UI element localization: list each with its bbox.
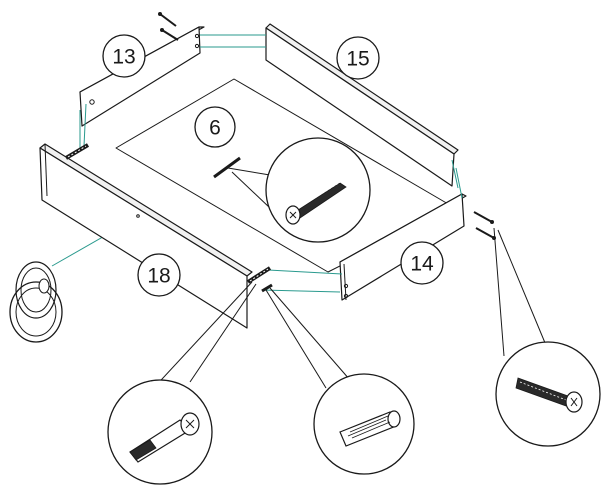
ring-pull-handle-icon — [9, 261, 63, 343]
countersunk-screw-icon — [515, 377, 583, 413]
label-13-text: 13 — [112, 46, 135, 69]
label-18: 18 — [137, 253, 181, 297]
cam-bolt-right — [246, 266, 272, 284]
label-15-text: 15 — [346, 48, 369, 71]
label-13: 13 — [102, 34, 146, 78]
confirmat-screw-icon — [285, 180, 347, 225]
dowel-small — [261, 283, 273, 293]
cam-bolt-icon — [129, 412, 200, 463]
bottom-screw — [213, 156, 241, 179]
cam-bolt-left — [64, 143, 90, 160]
front-panel-18 — [39, 143, 253, 329]
wood-dowel-icon — [339, 410, 401, 447]
screws-top-left — [158, 12, 179, 41]
back-panel-15 — [265, 23, 459, 187]
label-15: 15 — [336, 36, 380, 80]
label-6-text: 6 — [209, 117, 221, 140]
screws-right — [473, 211, 496, 240]
callout-cam-bolt — [107, 281, 257, 485]
right-side-panel-14 — [339, 193, 467, 301]
label-14-text: 14 — [410, 253, 434, 276]
label-14: 14 — [400, 241, 444, 285]
label-6: 6 — [194, 106, 236, 148]
callout-bottom-screw — [227, 137, 371, 243]
callout-dowel — [265, 287, 415, 475]
callout-countersunk-screw — [493, 227, 601, 447]
label-18-text: 18 — [147, 265, 170, 288]
